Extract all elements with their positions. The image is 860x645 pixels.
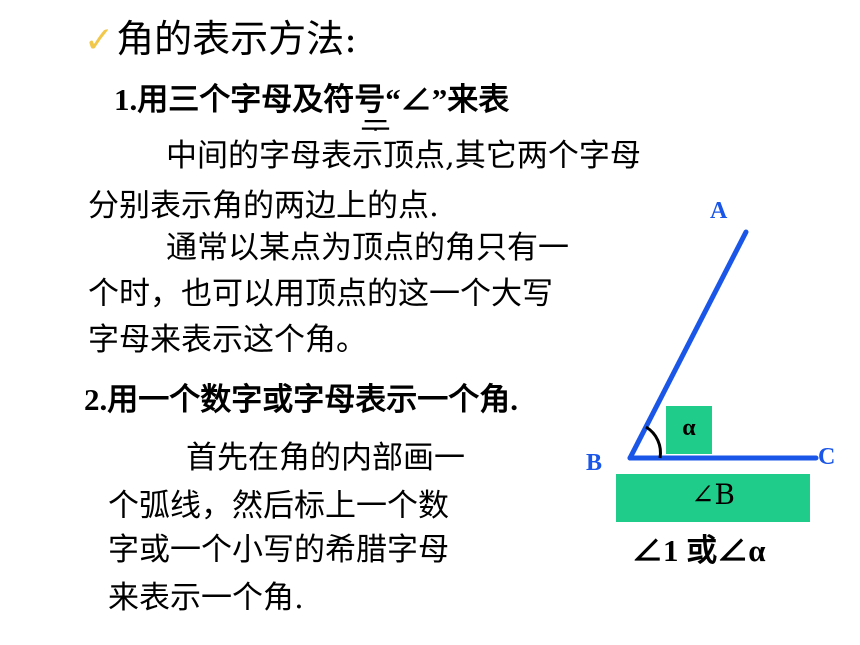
method1-line6: 字母来表示这个角。 [88,322,367,358]
angle-b-label-box [616,474,810,522]
angle-b-label: ∠B [690,478,736,511]
method2-line1: 2.用一个数字或字母表示一个角. [84,374,518,426]
method2-line5: 来表示一个角. [108,580,304,616]
method2-line1-text: 2.用一个数字或字母表示一个角. [84,382,518,417]
method1-line1-text: 1.用三个字母及符号“∠”来表 [114,82,510,117]
title-text: 角的表示方法: [116,17,357,61]
point-c-label: C [818,444,836,470]
checkmark-icon: ✓ [84,20,115,61]
alpha-label: α [682,415,696,441]
method2-line2: 首先在角的内部画一 [186,440,465,476]
point-b-label: B [586,450,603,476]
method2-line4: 字或一个小写的希腊字母 [108,532,449,568]
method1-overflow-glyph: 示 [360,116,391,152]
method1-line2: 中间的字母表示顶点,其它两个字母 [166,138,641,174]
method2-line3: 个弧线，然后标上一个数 [108,488,449,524]
method1-line4: 通常以某点为顶点的角只有一 [166,230,569,266]
angle-alt-label-text: ∠1 或∠α [632,533,766,568]
method1-line3: 分别表示角的两边上的点. [88,188,439,224]
page-title: ✓角的表示方法: [84,10,357,70]
method1-line1: 1.用三个字母及符号“∠”来表 [114,74,509,126]
angle-alt-label: ∠1 或∠α [632,528,766,574]
point-a-label: A [710,198,728,224]
method1-line5: 个时，也可以用顶点的这一个大写 [88,276,553,312]
ray-ba [627,229,749,461]
alpha-label-box [666,406,712,454]
angle-arc [645,425,662,459]
